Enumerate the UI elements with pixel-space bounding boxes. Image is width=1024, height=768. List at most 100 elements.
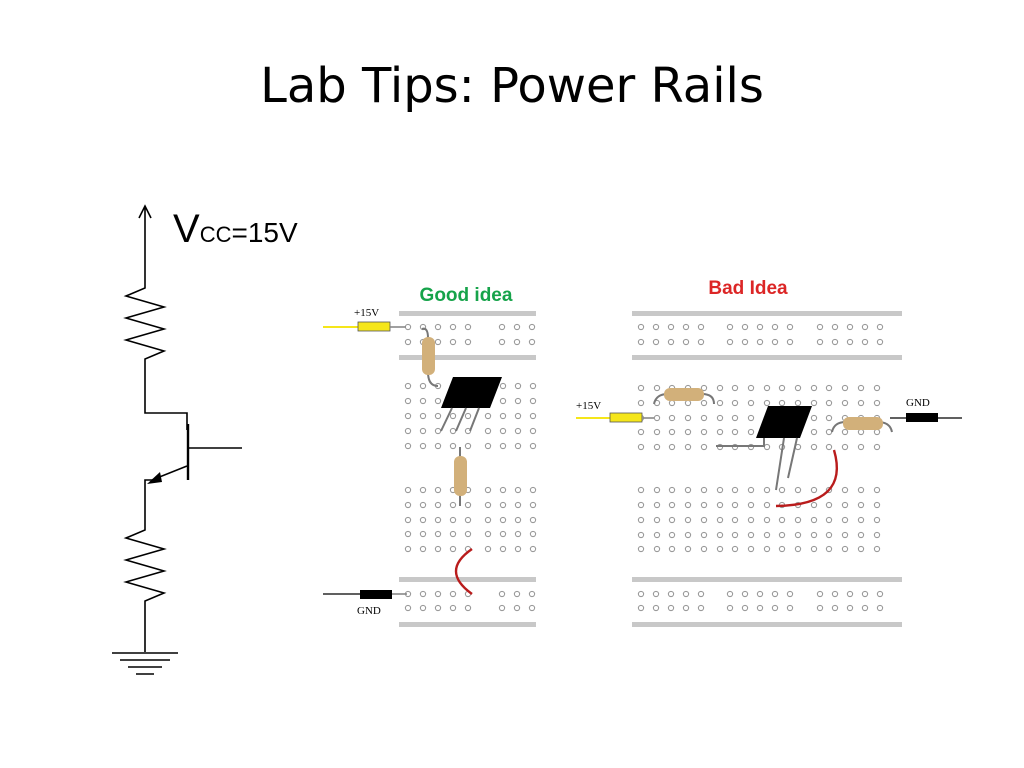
breadboard-hole xyxy=(404,442,412,450)
breadboard-hole xyxy=(419,397,427,405)
rail-hole xyxy=(726,323,734,331)
breadboard-hole xyxy=(825,399,833,407)
breadboard-hole xyxy=(404,382,412,390)
breadboard-hole xyxy=(810,414,818,422)
breadboard-hole xyxy=(841,384,849,392)
rail-hole xyxy=(861,604,869,612)
breadboard-hole xyxy=(873,545,881,553)
rail-hole xyxy=(652,604,660,612)
rail-hole xyxy=(667,323,675,331)
breadboard-hole xyxy=(810,501,818,509)
good-transistor-body xyxy=(441,377,502,408)
rail-hole xyxy=(846,323,854,331)
breadboard-hole xyxy=(434,545,442,553)
transistor-schematic xyxy=(112,204,242,675)
rail-hole xyxy=(528,604,536,612)
breadboard-hole xyxy=(404,397,412,405)
rail-hole xyxy=(786,338,794,346)
breadboard-hole xyxy=(484,530,492,538)
breadboard-hole xyxy=(716,501,724,509)
breadboard-hole xyxy=(857,516,865,524)
breadboard-hole xyxy=(499,545,507,553)
rail-hole xyxy=(831,323,839,331)
breadboard-hole xyxy=(514,516,522,524)
breadboard-hole xyxy=(700,501,708,509)
good-resistor-1 xyxy=(422,337,435,375)
rail-hole xyxy=(637,338,645,346)
breadboard-hole xyxy=(668,545,676,553)
rail-hole xyxy=(498,338,506,346)
breadboard-hole xyxy=(419,530,427,538)
rail-hole xyxy=(756,590,764,598)
breadboard-hole xyxy=(419,427,427,435)
breadboard-hole xyxy=(404,530,412,538)
rail-hole xyxy=(637,590,645,598)
breadboard-hole xyxy=(653,516,661,524)
breadboard-hole xyxy=(873,531,881,539)
rail-hole xyxy=(404,323,412,331)
bad-breadboard xyxy=(632,311,902,627)
breadboard-hole xyxy=(499,427,507,435)
breadboard-hole xyxy=(653,486,661,494)
breadboard-hole xyxy=(404,486,412,494)
breadboard-hole xyxy=(464,516,472,524)
breadboard-hole xyxy=(747,501,755,509)
vcc-label-subscript: CC xyxy=(200,222,232,247)
breadboard-hole xyxy=(529,427,537,435)
rail-hole xyxy=(667,338,675,346)
breadboard-hole xyxy=(763,384,771,392)
breadboard-hole xyxy=(449,545,457,553)
breadboard-hole xyxy=(747,531,755,539)
rail-hole xyxy=(652,323,660,331)
rail-hole xyxy=(513,590,521,598)
rail-hole xyxy=(449,590,457,598)
breadboard-hole xyxy=(668,531,676,539)
rail-hole xyxy=(449,338,457,346)
breadboard-hole xyxy=(434,486,442,494)
vcc-label: VCC=15V xyxy=(173,207,298,251)
breadboard-hole xyxy=(731,486,739,494)
breadboard-hole xyxy=(637,545,645,553)
breadboard-hole xyxy=(794,399,802,407)
breadboard-hole xyxy=(499,486,507,494)
rail-hole xyxy=(741,604,749,612)
breadboard-hole xyxy=(684,501,692,509)
rail-hole xyxy=(771,604,779,612)
rail-hole xyxy=(741,323,749,331)
rail-hole xyxy=(861,590,869,598)
breadboard-hole xyxy=(763,501,771,509)
good-rail-bottom-a xyxy=(399,577,536,582)
rail-hole xyxy=(876,604,884,612)
breadboard-hole xyxy=(484,442,492,450)
breadboard-hole xyxy=(857,545,865,553)
rail-hole xyxy=(816,323,824,331)
breadboard-hole xyxy=(747,428,755,436)
breadboard-hole xyxy=(464,501,472,509)
rail-hole xyxy=(741,338,749,346)
rail-hole xyxy=(741,590,749,598)
rail-hole xyxy=(697,590,705,598)
breadboard-hole xyxy=(484,412,492,420)
breadboard-hole xyxy=(825,545,833,553)
breadboard-hole xyxy=(434,442,442,450)
breadboard-hole xyxy=(434,530,442,538)
breadboard-hole xyxy=(499,442,507,450)
breadboard-hole xyxy=(404,501,412,509)
breadboard-hole xyxy=(637,428,645,436)
breadboard-hole xyxy=(763,516,771,524)
breadboard-hole xyxy=(653,501,661,509)
breadboard-hole xyxy=(419,516,427,524)
breadboard-hole xyxy=(668,414,676,422)
breadboard-hole xyxy=(700,531,708,539)
rail-hole xyxy=(498,590,506,598)
breadboard-hole xyxy=(464,442,472,450)
breadboard-hole xyxy=(499,397,507,405)
rail-hole xyxy=(816,590,824,598)
breadboard-hole xyxy=(684,399,692,407)
bad-idea-heading: Bad Idea xyxy=(708,278,788,299)
slide-title: Lab Tips: Power Rails xyxy=(260,58,764,114)
rail-hole xyxy=(419,590,427,598)
rail-hole xyxy=(498,604,506,612)
breadboard-hole xyxy=(873,443,881,451)
bad-supply-wire xyxy=(609,412,643,423)
